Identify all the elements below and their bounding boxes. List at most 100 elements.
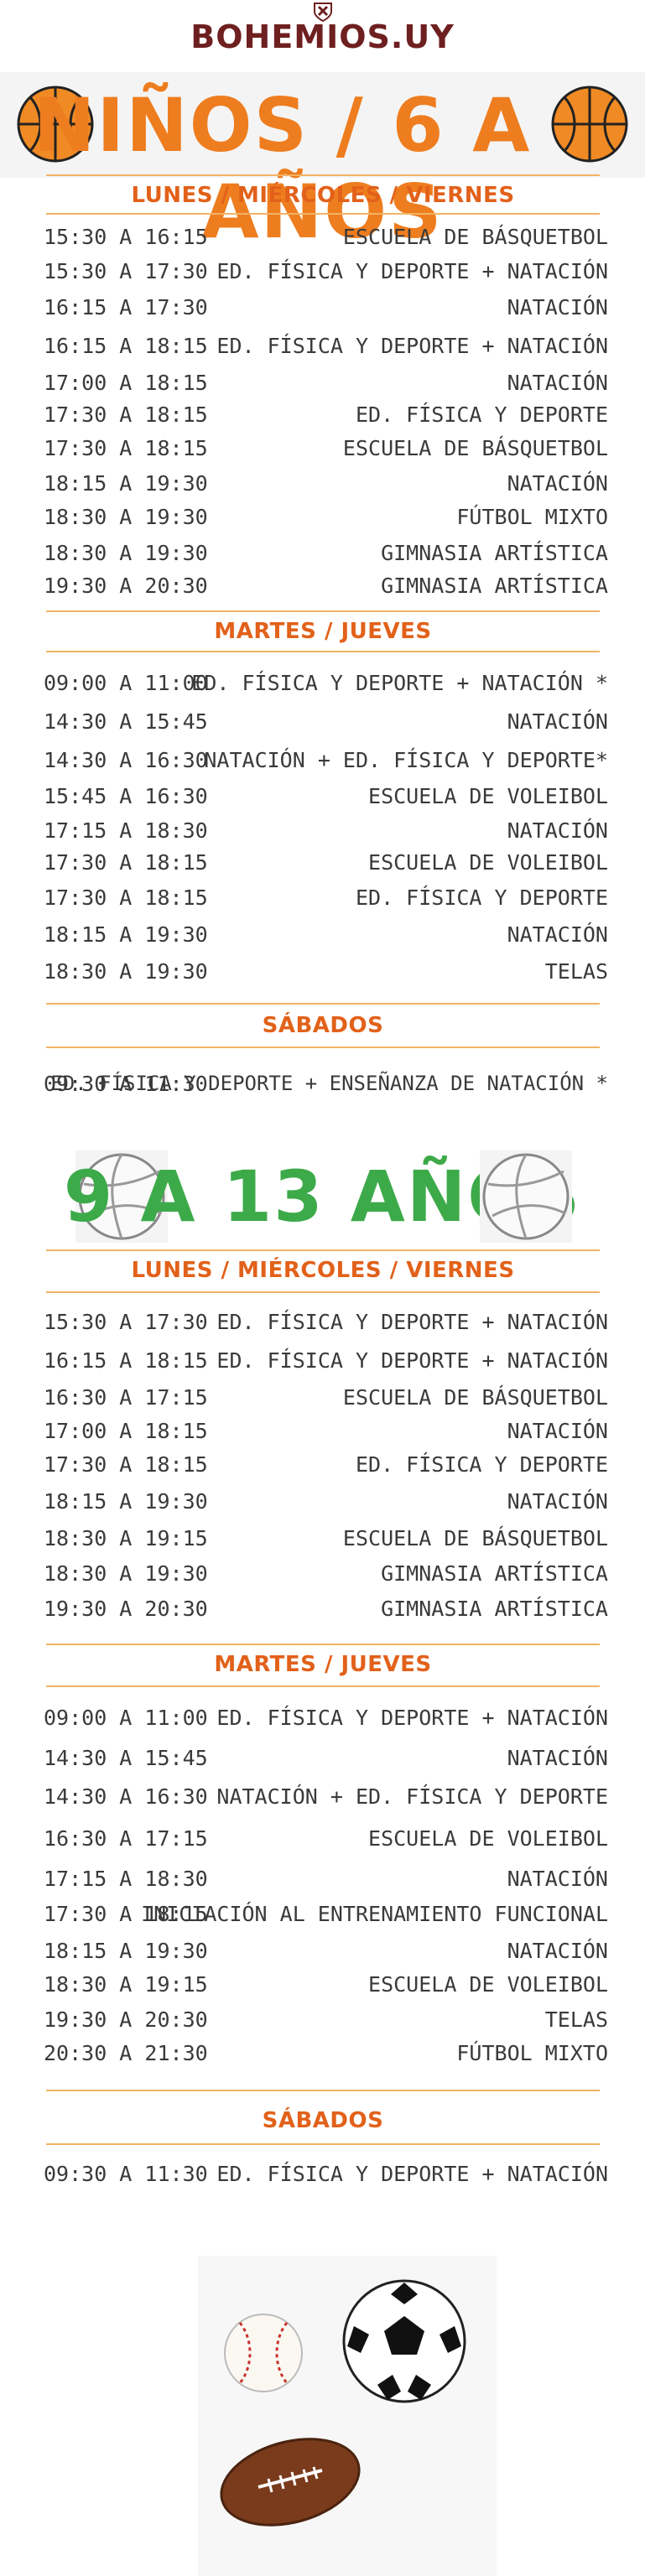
activity-name: ED. FÍSICA Y DEPORTE + NATACIÓN	[216, 1348, 608, 1373]
activity-name: ESCUELA DE BÁSQUETBOL	[342, 436, 608, 460]
activity-name: ED. FÍSICA Y DEPORTE + ENSEÑANZA DE NATA…	[50, 1072, 608, 1095]
activity-name: ED. FÍSICA Y DEPORTE + NATACIÓN	[216, 334, 608, 358]
time-range: 17:30 A 18:15	[44, 886, 208, 910]
activity-name: ED. FÍSICA Y DEPORTE + NATACIÓN	[216, 1706, 608, 1730]
schedule-row: 18:15 A 19:30 NATACIÓN	[44, 922, 608, 951]
divider	[46, 1644, 600, 1645]
activity-name: NATACIÓN	[507, 371, 608, 395]
activity-name: NATACIÓN	[507, 709, 608, 734]
activity-name: GIMNASIA ARTÍSTICA	[381, 1597, 608, 1621]
time-range: 18:30 A 19:15	[44, 1526, 208, 1550]
soccer-ball-icon	[342, 2279, 466, 2403]
activity-name: ESCUELA DE BÁSQUETBOL	[342, 1526, 608, 1550]
time-range: 18:30 A 19:30	[44, 505, 208, 529]
volleyball-icon	[480, 1150, 572, 1243]
activity-name: ESCUELA DE VOLEIBOL	[368, 1972, 608, 1997]
section-heading: MARTES / JUEVES	[214, 1652, 432, 1677]
time-range: 14:30 A 15:45	[44, 1746, 208, 1770]
time-range: 16:30 A 17:15	[44, 1826, 208, 1851]
activity-name: NATACIÓN	[507, 818, 608, 843]
activity-name: ED. FÍSICA Y DEPORTE	[355, 886, 608, 910]
time-range: 17:30 A 18:15	[44, 850, 208, 875]
time-range: 14:30 A 16:30	[44, 748, 208, 772]
activity-name: NATACIÓN	[507, 471, 608, 496]
section-heading: LUNES / MIÉRCOLES / VIERNES	[131, 1258, 515, 1283]
time-range: 09:00 A 11:00	[44, 671, 208, 695]
time-range: 18:15 A 19:30	[44, 1489, 208, 1514]
time-range: 09:30 A 11:30	[44, 2162, 208, 2186]
activity-name: ED. FÍSICA Y DEPORTE	[355, 402, 608, 427]
activity-name: FÚTBOL MIXTO	[456, 505, 608, 529]
divider	[46, 1046, 600, 1048]
divider	[46, 2090, 600, 2091]
activity-name: ED. FÍSICA Y DEPORTE + NATACIÓN	[216, 259, 608, 283]
football-icon	[220, 2438, 361, 2527]
time-range: 18:15 A 19:30	[44, 471, 208, 496]
divider	[46, 174, 600, 176]
time-range: 18:15 A 19:30	[44, 922, 208, 947]
time-range: 17:15 A 18:30	[44, 818, 208, 843]
divider	[46, 1249, 600, 1251]
activity-name: INICIACIÓN AL ENTRENAMIENTO FUNCIONAL	[141, 1902, 608, 1926]
activity-name: GIMNASIA ARTÍSTICA	[381, 1561, 608, 1586]
schedule-row: 15:45 A 16:30 ESCUELA DE VOLEIBOL	[44, 784, 608, 813]
time-range: 15:45 A 16:30	[44, 784, 208, 808]
divider	[46, 2143, 600, 2145]
activity-name: ED. FÍSICA Y DEPORTE	[355, 1452, 608, 1477]
volleyball-icon	[75, 1150, 168, 1243]
time-range: 14:30 A 16:30	[44, 1784, 208, 1809]
schedule-row: 17:30 A 18:15 ED. FÍSICA Y DEPORTE	[44, 886, 608, 914]
activity-name: ED. FÍSICA Y DEPORTE + NATACIÓN *	[191, 671, 608, 695]
schedule-row: 17:15 A 18:30 NATACIÓN	[44, 818, 608, 847]
schedule-row: 16:30 A 17:15 ESCUELA DE BÁSQUETBOL	[44, 1385, 608, 1414]
divider	[46, 1003, 600, 1005]
time-range: 16:15 A 18:15	[44, 334, 208, 358]
time-range: 18:15 A 19:30	[44, 1939, 208, 1963]
activity-name: FÚTBOL MIXTO	[456, 2041, 608, 2065]
divider	[46, 1685, 600, 1687]
activity-name: NATACIÓN	[507, 1419, 608, 1443]
basketball-icon	[17, 86, 94, 163]
divider	[46, 651, 600, 652]
activity-name: NATACIÓN	[507, 1867, 608, 1891]
time-range: 09:30 A 11:30	[44, 1072, 208, 1096]
time-range: 18:30 A 19:30	[44, 959, 208, 984]
section-heading: SÁBADOS	[262, 2108, 384, 2133]
divider	[46, 1291, 600, 1293]
shield-icon	[314, 3, 332, 22]
schedule-row: 17:30 A 18:15 ED. FÍSICA Y DEPORTE	[44, 402, 608, 431]
schedule-row: 18:15 A 19:30 NATACIÓN	[44, 1489, 608, 1518]
activity-name: NATACIÓN	[507, 1489, 608, 1514]
time-range: 16:15 A 17:30	[44, 295, 208, 319]
activity-name: NATACIÓN	[507, 922, 608, 947]
activity-name: ESCUELA DE BÁSQUETBOL	[342, 1385, 608, 1410]
activity-name: ESCUELA DE VOLEIBOL	[368, 784, 608, 808]
time-range: 18:30 A 19:15	[44, 1972, 208, 1997]
activity-name: GIMNASIA ARTÍSTICA	[381, 541, 608, 565]
hero-banner-background	[0, 72, 645, 178]
activity-name: ESCUELA DE BÁSQUETBOL	[342, 225, 608, 249]
time-range: 18:30 A 19:30	[44, 541, 208, 565]
schedule-row: 18:30 A 19:30 GIMNASIA ARTÍSTICA	[44, 541, 608, 569]
time-range: 16:30 A 17:15	[44, 1385, 208, 1410]
schedule-row: 18:15 A 19:30 NATACIÓN	[44, 471, 608, 500]
time-range: 17:30 A 18:15	[44, 402, 208, 427]
baseball-icon	[224, 2314, 303, 2392]
time-range: 15:30 A 17:30	[44, 259, 208, 283]
